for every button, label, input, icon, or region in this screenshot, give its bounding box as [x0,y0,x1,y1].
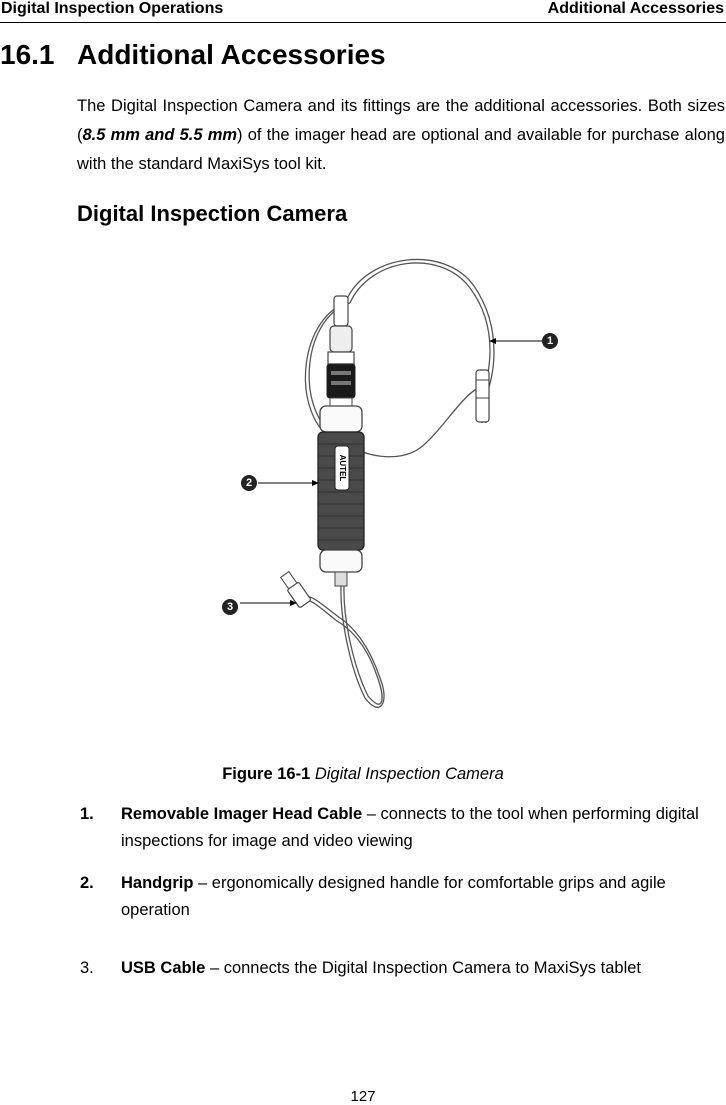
list-item-description: – ergonomically designed handle for comf… [121,874,666,919]
page-header: Digital Inspection Operations Additional… [0,0,726,23]
section-title: Additional Accessories [77,39,386,70]
list-item-term: USB Cable [121,959,206,977]
intro-text-end: ) of the imager head are optional and av… [77,126,725,173]
list-item-number: 2. [80,874,94,892]
header-section-title: Additional Accessories [547,0,724,17]
list-item-description: – connects to the tool when performing d… [121,805,699,850]
list-item: 2. Handgrip – ergonomically designed han… [80,870,726,924]
callout-3: 3 [227,601,233,613]
camera-illustration: AUTEL 1 2 3 [222,258,558,708]
list-item-term: Removable Imager Head Cable [121,805,363,823]
header-chapter-title: Digital Inspection Operations [1,0,224,17]
section-number: 16.1 [0,39,55,70]
list-item: 1. Removable Imager Head Cable – connect… [80,801,726,855]
callout-2: 2 [246,477,252,489]
figure-label: Figure 16-1 [222,765,311,783]
list-item-number: 1. [80,805,94,823]
callout-1: 1 [547,335,553,347]
list-item-number: 3. [80,959,94,977]
list-item-description: – connects the Digital Inspection Camera… [205,959,641,977]
figure-caption-text: Digital Inspection Camera [310,765,504,783]
page-number: 127 [350,1088,376,1105]
brand-logo: AUTEL [338,455,347,482]
intro-text-start: The Digital Inspection Camera and its fi… [77,97,725,144]
section-heading: 16.1 Additional Accessories [0,38,386,72]
list-item-term: Handgrip [121,874,194,892]
list-item: 3. USB Cable – connects the Digital Insp… [80,955,726,982]
subsection-heading: Digital Inspection Camera [77,201,348,226]
intro-paragraph: The Digital Inspection Camera and its fi… [77,92,725,179]
camera-figure: AUTEL 1 2 3 [200,248,580,728]
figure-caption: Figure 16-1 Digital Inspection Camera [0,763,726,785]
intro-sizes: 8.5 mm and 5.5 mm [82,126,238,144]
